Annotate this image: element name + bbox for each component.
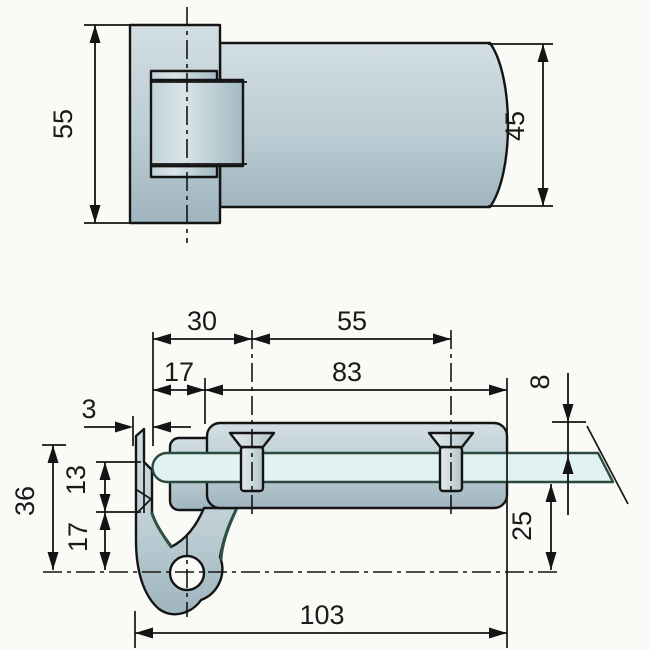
dim-25-glass-to-pivot: 25 <box>507 484 557 570</box>
dim-3-wall-gap: 3 <box>81 394 191 433</box>
dim-label: 17 <box>63 522 93 552</box>
dim-13-notch-upper: 13 <box>61 462 111 512</box>
dim-label: 8 <box>525 374 555 389</box>
dim-label: 45 <box>500 111 530 141</box>
glass-cut-line <box>586 425 629 505</box>
dim-label: 17 <box>164 357 194 387</box>
arm-shadow-edge <box>219 508 238 561</box>
hinge-leaf <box>218 41 510 209</box>
dim-label: 13 <box>61 465 91 495</box>
side-view: 30 55 17 83 3 <box>10 306 629 648</box>
top-view: 55 45 <box>48 7 553 243</box>
dim-label: 30 <box>187 306 217 336</box>
dim-label: 25 <box>507 511 537 541</box>
glass-panel <box>151 451 615 484</box>
dim-17-edge-to-plate: 17 <box>153 357 205 396</box>
dim-8-glass-inset: 8 <box>525 373 574 515</box>
dim-30-screw-offset: 30 <box>153 306 252 345</box>
dim-103-overall-length: 103 <box>135 600 507 639</box>
dim-55-height: 55 <box>48 24 136 224</box>
dim-label: 103 <box>299 600 344 630</box>
dim-label: 36 <box>10 486 40 516</box>
dim-label: 3 <box>81 394 96 424</box>
dim-45-leaf-width: 45 <box>488 43 553 207</box>
dim-36-bracket-height: 36 <box>10 445 59 570</box>
dim-label: 55 <box>48 109 78 139</box>
bracket-notch <box>136 489 153 514</box>
dim-55-screw-spacing: 55 <box>252 306 451 345</box>
dim-label: 55 <box>337 306 367 336</box>
dim-17-notch-lower: 17 <box>63 512 111 570</box>
dim-83-plate-length: 83 <box>205 357 507 396</box>
hinge-knuckle <box>149 69 247 179</box>
dim-label: 83 <box>332 357 362 387</box>
jaw-shadow-edge <box>150 511 173 548</box>
